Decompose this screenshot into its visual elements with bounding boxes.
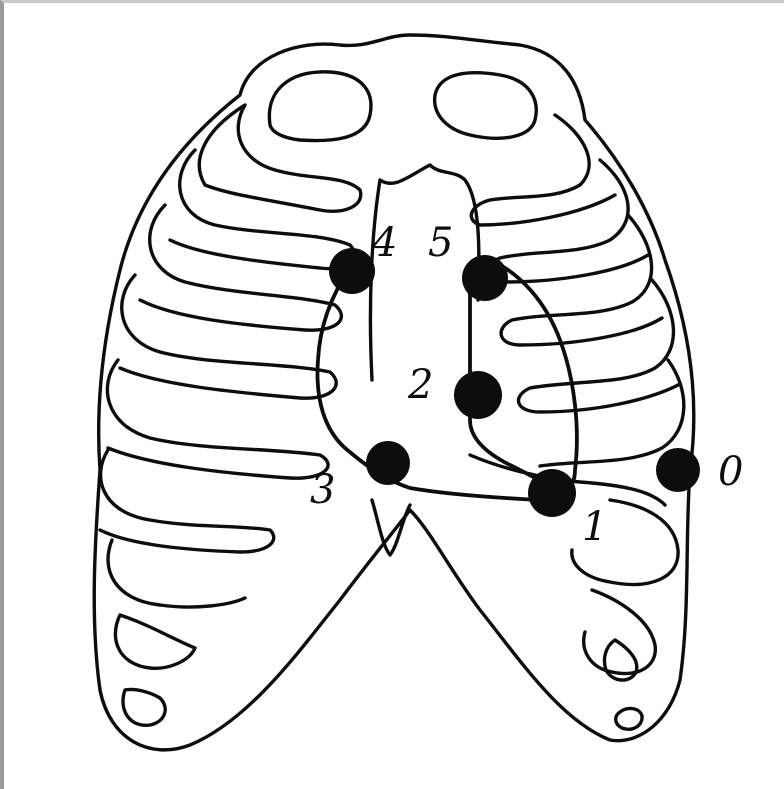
rib-right-8 xyxy=(584,590,656,673)
point-0-dot xyxy=(656,448,700,492)
rib-right-10 xyxy=(616,709,642,730)
rib-left-9 xyxy=(123,689,165,725)
point-5-dot xyxy=(462,255,508,301)
rib-left-8 xyxy=(115,615,195,668)
clavicle-right xyxy=(435,73,537,138)
point-5-label: 5 xyxy=(428,220,453,266)
point-1-dot xyxy=(528,469,576,517)
point-2-dot xyxy=(454,371,502,419)
rib-left-6 xyxy=(100,450,274,552)
rib-left-1 xyxy=(199,105,360,211)
point-1-label: 1 xyxy=(582,504,607,550)
rib-left-5 xyxy=(107,360,328,478)
point-4-label: 4 xyxy=(371,220,397,266)
sternum xyxy=(370,165,478,380)
xiphoid xyxy=(372,500,410,555)
point-3-label: 3 xyxy=(310,467,335,513)
point-2-label: 2 xyxy=(407,362,433,408)
point-0-label: 0 xyxy=(718,449,743,495)
rib-left-4 xyxy=(120,275,336,398)
heart-outline xyxy=(317,259,576,500)
rib-right-2 xyxy=(488,160,648,282)
point-3-dot xyxy=(366,441,410,485)
clavicle-left xyxy=(269,72,371,141)
point-4-dot xyxy=(329,248,375,294)
